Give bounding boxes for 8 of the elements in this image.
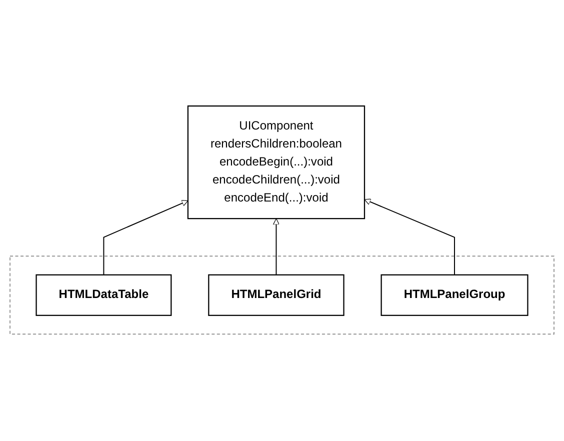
arrow: [272, 218, 280, 276]
arrow: [103, 200, 188, 276]
cluster: [10, 256, 554, 335]
node-box: HTMLPanelGroup: [380, 274, 528, 316]
node-box: HTMLDataTable: [36, 274, 172, 316]
arrow: [364, 199, 455, 276]
node-box: HTMLPanelGrid: [208, 274, 344, 316]
node-box: UIComponent rendersChildren:boolean encodeBegin(...):void encodeChildren(...):void encodeEnd(...):void: [187, 106, 366, 220]
